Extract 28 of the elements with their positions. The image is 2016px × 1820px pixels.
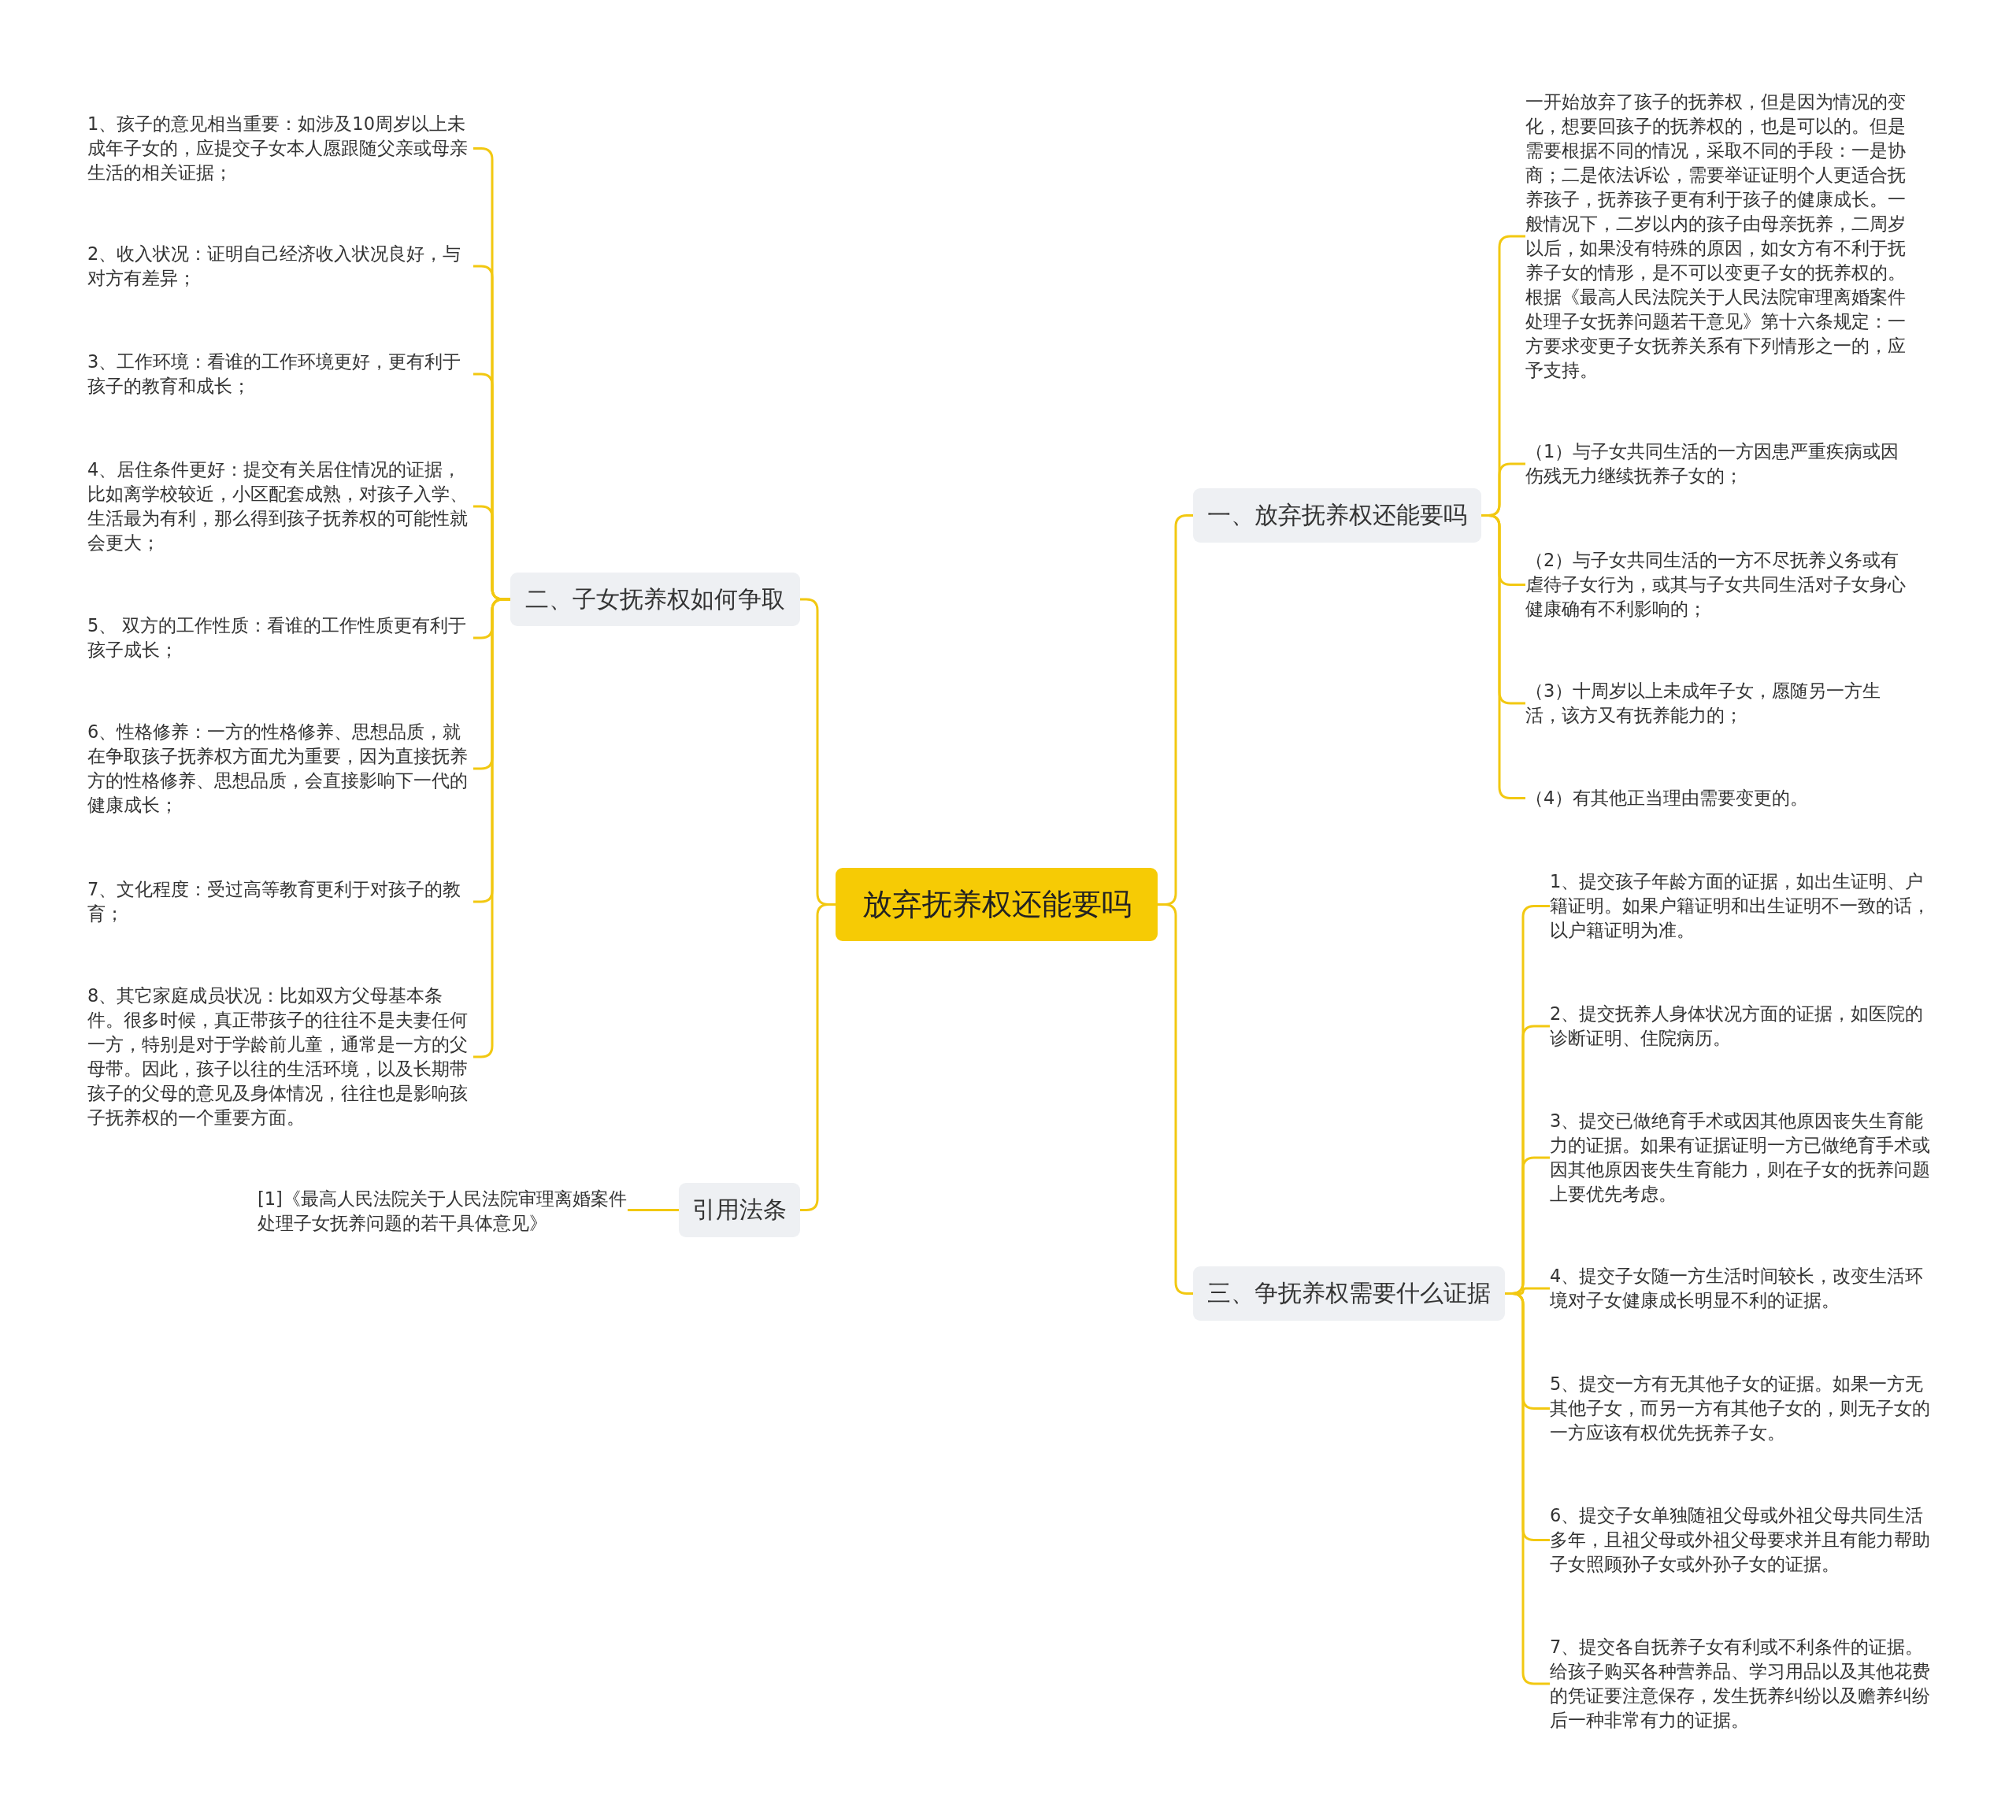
note-text: 8、其它家庭成员状况：比如双方父母基本条件。很多时候，真正带孩子的往往不是夫妻任何一方，特别是对于学龄前儿童，通常是一方的父母带。因此，孩子以往的生活环境，以及长期带孩子的父母的意见及身体情况，往往也是影响孩子抚养权的一个重要方面。 bbox=[87, 984, 473, 1130]
note-text: 3、工作环境：看谁的工作环境更好，更有利于孩子的教育和成长； bbox=[87, 350, 473, 398]
note-text: （3）十周岁以上未成年子女，愿随另一方生活，该方又有抚养能力的； bbox=[1525, 679, 1911, 728]
note-text: 6、性格修养：一方的性格修养、思想品质，就在争取孩子抚养权方面尤为重要，因为直接抚养方的性格修养、思想品质，会直接影响下一代的健康成长； bbox=[87, 720, 473, 817]
note-text: 2、提交抚养人身体状况方面的证据，如医院的诊断证明、住院病历。 bbox=[1550, 1002, 1936, 1051]
note-text: 5、 双方的工作性质：看谁的工作性质更有利于孩子成长； bbox=[87, 613, 473, 662]
topic-box: 引用法条 bbox=[679, 1183, 800, 1237]
note-text: [1]《最高人民法院关于人民法院审理离婚案件处理子女抚养问题的若干具体意见》 bbox=[258, 1187, 628, 1236]
note-text: 3、提交已做绝育手术或因其他原因丧失生育能力的证据。如果有证据证明一方已做绝育手术或因其他原因丧失生育能力，则在子女的抚养问题上要优先考虑。 bbox=[1550, 1109, 1936, 1207]
note-text: 4、居住条件更好：提交有关居住情况的证据，比如离学校较近，小区配套成熟，对孩子入学、生活最为有利，那么得到孩子抚养权的可能性就会更大； bbox=[87, 458, 473, 555]
topic-box: 一、放弃抚养权还能要吗 bbox=[1193, 488, 1481, 543]
note-text: （4）有其他正当理由需要变更的。 bbox=[1525, 786, 1911, 810]
topic-box: 三、争抚养权需要什么证据 bbox=[1193, 1266, 1505, 1321]
central-topic-box: 放弃抚养权还能要吗 bbox=[836, 868, 1158, 941]
note-text: 1、孩子的意见相当重要：如涉及10周岁以上未成年子女的，应提交子女本人愿跟随父亲或母亲生活的相关证据； bbox=[87, 112, 473, 185]
note-text: （1）与子女共同生活的一方因患严重疾病或因伤残无力继续抚养子女的； bbox=[1525, 439, 1911, 488]
note-text: 5、提交一方有无其他子女的证据。如果一方无其他子女，而另一方有其他子女的，则无子女的一方应该有权优先抚养子女。 bbox=[1550, 1372, 1936, 1445]
note-text: 7、提交各自抚养子女有利或不利条件的证据。给孩子购买各种营养品、学习用品以及其他花费的凭证要注意保存，发生抚养纠纷以及赡养纠纷后一种非常有力的证据。 bbox=[1550, 1635, 1936, 1733]
note-text: 2、收入状况：证明自己经济收入状况良好，与对方有差异； bbox=[87, 242, 473, 291]
note-text: 4、提交子女随一方生活时间较长，改变生活环境对子女健康成长明显不利的证据。 bbox=[1550, 1264, 1936, 1313]
note-text: 6、提交子女单独随祖父母或外祖父母共同生活多年，且祖父母或外祖父母要求并且有能力帮助子女照顾孙子女或外孙子女的证据。 bbox=[1550, 1503, 1936, 1577]
note-text: 7、文化程度：受过高等教育更利于对孩子的教育； bbox=[87, 877, 473, 926]
note-text: 一开始放弃了孩子的抚养权，但是因为情况的变化，想要回孩子的抚养权的，也是可以的。但是需要根据不同的情况，采取不同的手段：一是协商；二是依法诉讼，需要举证证明个人更适合抚养孩子，抚养孩子更有利于孩子的健康成长。一般情况下，二岁以内的孩子由母亲抚养，二周岁以后，如果没有特殊的原因，如女方有不利于抚养子女的情形，是不可以变更子女的抚养权的。根据《最高人民法院关于人民法院审理离婚案件处理子女抚养问题若干意见》第十六条规定：一方要求变更子女抚养关系有下列情形之一的，应予支持。 bbox=[1525, 90, 1911, 383]
note-text: （2）与子女共同生活的一方不尽抚养义务或有虐待子女行为，或其与子女共同生活对子女身心健康确有不利影响的； bbox=[1525, 548, 1911, 621]
connector-line bbox=[628, 1209, 679, 1211]
topic-box: 二、子女抚养权如何争取 bbox=[510, 573, 800, 626]
note-text: 1、提交孩子年龄方面的证据，如出生证明、户籍证明。如果户籍证明和出生证明不一致的话，以户籍证明为准。 bbox=[1550, 869, 1936, 943]
connector-line bbox=[800, 903, 836, 1211]
